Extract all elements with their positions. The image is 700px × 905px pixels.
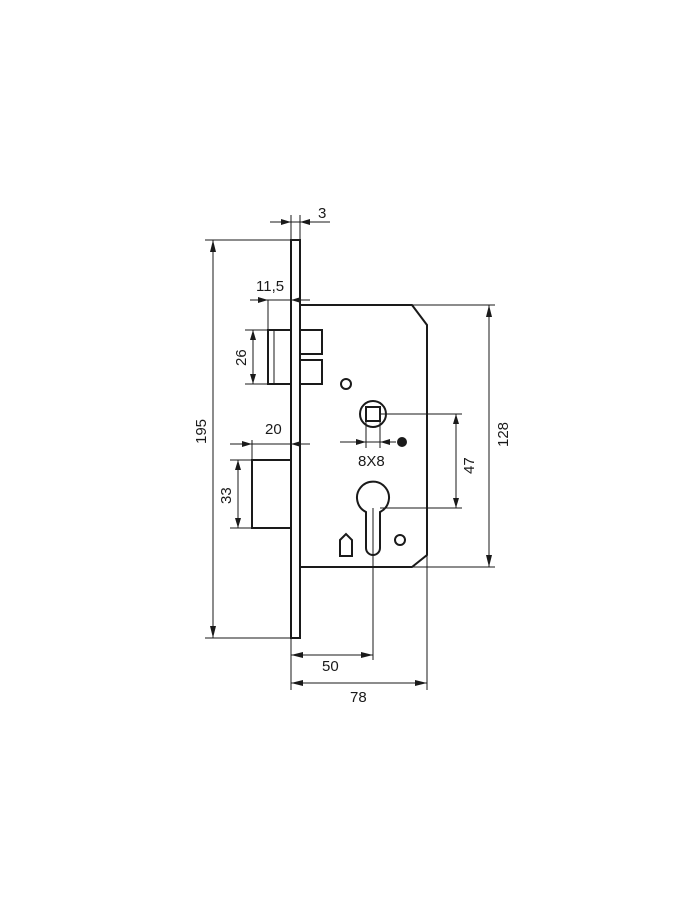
dim-backset: 50 xyxy=(322,658,339,675)
dim-latch-height: 26 xyxy=(233,349,250,366)
dim-total-height: 195 xyxy=(193,419,210,444)
latch-spring-block xyxy=(299,329,323,355)
screw-hole-top xyxy=(340,378,352,390)
dim-follower-to-cylinder: 47 xyxy=(461,457,478,474)
follower-pin xyxy=(397,437,407,447)
latch-spring-block-lower xyxy=(299,359,323,385)
cam-lever xyxy=(339,532,353,557)
deadbolt xyxy=(251,459,292,529)
dim-deadbolt-projection: 20 xyxy=(265,421,282,438)
latch-bolt xyxy=(267,329,292,385)
dim-case-depth: 78 xyxy=(350,689,367,706)
dim-case-height: 128 xyxy=(495,422,512,447)
follower-square xyxy=(365,406,381,422)
dimension-lines xyxy=(205,215,495,690)
dim-deadbolt-height: 33 xyxy=(218,487,235,504)
dim-faceplate-thickness: 3 xyxy=(318,205,326,222)
screw-hole-bottom xyxy=(394,534,406,546)
dim-follower-square: 8X8 xyxy=(358,453,385,470)
dim-latch-projection: 11,5 xyxy=(256,278,284,295)
